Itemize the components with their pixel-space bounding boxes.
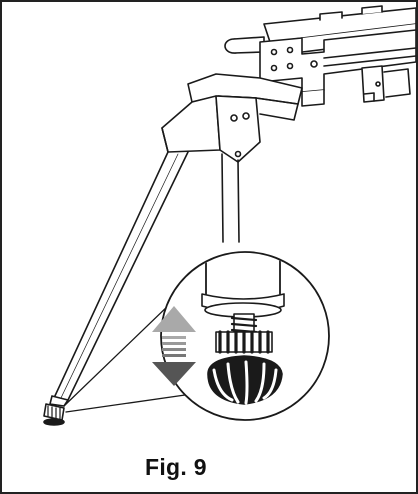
lock-nut	[215, 330, 273, 354]
rubber-foot	[207, 355, 283, 405]
leg-tubes	[43, 151, 240, 426]
up-down-arrow-icon	[152, 306, 196, 386]
leg-housing	[161, 73, 303, 163]
top-rail-assembly	[224, 5, 416, 107]
magnified-detail	[160, 251, 330, 421]
figure-caption: Fig. 9	[145, 454, 207, 480]
